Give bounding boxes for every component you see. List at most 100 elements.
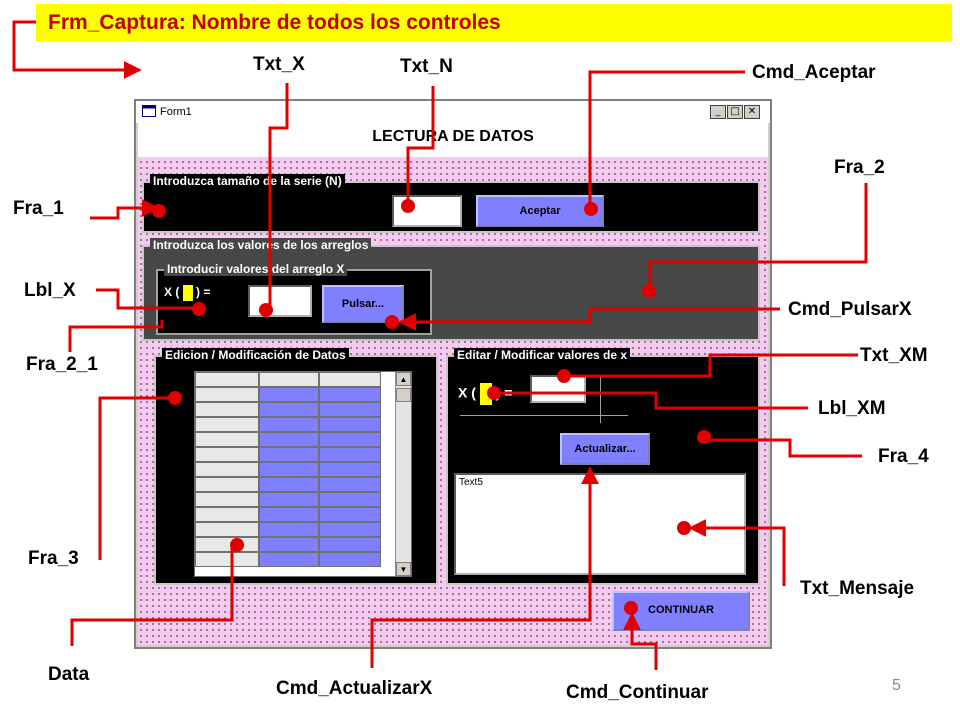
grid-cell[interactable] — [319, 387, 381, 402]
grid-cell[interactable] — [195, 477, 259, 492]
callout-txt-xm: Txt_XM — [860, 345, 928, 366]
grid-cell[interactable] — [195, 417, 259, 432]
close-icon[interactable]: ✕ — [744, 105, 760, 119]
frame-serie-size-caption: Introduzca tamaño de la serie (N) — [150, 174, 345, 188]
callout-fra-3: Fra_3 — [28, 548, 79, 569]
grid-cell[interactable] — [195, 387, 259, 402]
lbl-xm-index-marker — [479, 383, 492, 405]
form-heading-text: LECTURA DE DATOS — [372, 128, 534, 145]
aceptar-button-label: Aceptar — [519, 205, 561, 217]
callout-cmd-continuar: Cmd_Continuar — [566, 682, 709, 703]
pulsar-button-label: Pulsar... — [341, 298, 385, 310]
grid-cell[interactable] — [259, 477, 319, 492]
grid-cell[interactable] — [319, 537, 381, 552]
scroll-up-icon[interactable]: ▲ — [396, 372, 411, 386]
continuar-button-label: CONTINUAR — [648, 604, 714, 616]
continuar-button[interactable]: CONTINUAR — [612, 591, 750, 631]
actualizar-button-label: Actualizar... — [574, 443, 636, 455]
slide-title-banner: Frm_Captura: Nombre de todos los control… — [36, 4, 952, 42]
lbl-xm-suffix: ) = — [495, 384, 513, 401]
form-heading: LECTURA DE DATOS — [138, 123, 768, 157]
callout-txt-mensaje: Txt_Mensaje — [800, 578, 915, 599]
grid-cell[interactable] — [195, 447, 259, 462]
grid-cell[interactable] — [259, 522, 319, 537]
form-window: Form1 _ □ ✕ LECTURA DE DATOS Introduzca … — [134, 99, 772, 649]
callout-fra-1: Fra_1 — [13, 198, 64, 219]
grid-cell[interactable] — [319, 462, 381, 477]
callout-fra-4: Fra_4 — [878, 446, 929, 467]
vb-form-icon — [142, 105, 156, 117]
scroll-thumb[interactable] — [396, 388, 411, 402]
grid-cell[interactable] — [259, 492, 319, 507]
grid-vertical-scrollbar[interactable]: ▲ ▼ — [395, 372, 411, 576]
lbl-xm-prefix: X ( — [458, 384, 476, 401]
callout-txt-n: Txt_N — [400, 56, 453, 77]
aceptar-button[interactable]: Aceptar — [476, 195, 604, 227]
txt-x-input[interactable] — [248, 285, 312, 317]
grid-cell[interactable] — [319, 522, 381, 537]
callout-txt-x: Txt_X — [253, 54, 305, 75]
slide-number: 5 — [892, 677, 901, 694]
txt-mensaje-text: Text5 — [459, 477, 483, 488]
callout-lbl-x: Lbl_X — [24, 280, 76, 301]
grid-header-cell[interactable] — [259, 372, 319, 387]
grid-cell[interactable] — [195, 432, 259, 447]
maximize-icon[interactable]: □ — [727, 105, 743, 119]
callout-fra-2: Fra_2 — [834, 157, 885, 178]
frame-edit-x-divider — [460, 415, 628, 416]
txt-xm-input[interactable] — [530, 375, 586, 403]
grid-cell[interactable] — [319, 477, 381, 492]
lbl-xm-label: X ( ) = — [458, 383, 512, 405]
grid-cell[interactable] — [259, 402, 319, 417]
minimize-icon[interactable]: _ — [710, 105, 726, 119]
grid-cell[interactable] — [195, 522, 259, 537]
grid-cell[interactable] — [259, 447, 319, 462]
grid-header-cell[interactable] — [319, 372, 381, 387]
txt-n-input[interactable] — [392, 195, 462, 227]
grid-cell[interactable] — [195, 462, 259, 477]
grid-cell[interactable] — [259, 462, 319, 477]
frame-array-x: Introducir valores del arreglo X X ( ) =… — [156, 262, 432, 335]
grid-cell[interactable] — [319, 507, 381, 522]
grid-cell[interactable] — [195, 492, 259, 507]
callout-data: Data — [48, 664, 90, 685]
grid-cell[interactable] — [259, 507, 319, 522]
form-titlebar: Form1 _ □ ✕ — [136, 101, 770, 123]
grid-cell[interactable] — [319, 552, 381, 567]
grid-cell[interactable] — [319, 447, 381, 462]
callout-cmd-aceptar: Cmd_Aceptar — [752, 62, 876, 83]
frame-edit-x-vline — [600, 377, 601, 423]
grid-cell[interactable] — [195, 402, 259, 417]
grid-cell[interactable] — [319, 492, 381, 507]
grid-cell[interactable] — [259, 537, 319, 552]
callout-cmd-actualizarx: Cmd_ActualizarX — [276, 678, 433, 699]
pulsar-button[interactable]: Pulsar... — [322, 285, 404, 323]
grid-cell[interactable] — [259, 417, 319, 432]
form-client-area: LECTURA DE DATOS Introduzca tamaño de la… — [138, 123, 768, 645]
frame-arrays: Introduzca los valores de los arreglos I… — [142, 238, 760, 341]
frame-array-x-caption: Introducir valores del arreglo X — [164, 262, 348, 276]
frame-arrays-caption: Introduzca los valores de los arreglos — [150, 238, 372, 252]
frame-edit-x-caption: Editar / Modificar valores de x — [454, 348, 631, 362]
grid-cell[interactable] — [259, 387, 319, 402]
data-grid[interactable]: ▲ ▼ — [194, 371, 412, 577]
form-window-title: Form1 — [160, 106, 192, 118]
grid-cell[interactable] — [195, 552, 259, 567]
grid-cell[interactable] — [195, 507, 259, 522]
grid-cell[interactable] — [319, 432, 381, 447]
actualizar-button[interactable]: Actualizar... — [560, 433, 650, 465]
scroll-down-icon[interactable]: ▼ — [396, 562, 411, 576]
grid-cell[interactable] — [319, 402, 381, 417]
grid-cell[interactable] — [195, 537, 259, 552]
frame-serie-size: Introduzca tamaño de la serie (N) Acepta… — [142, 174, 760, 233]
callout-fra-2-1: Fra_2_1 — [26, 354, 98, 375]
txt-mensaje-textarea[interactable]: Text5 — [454, 473, 746, 575]
grid-header-cell[interactable] — [195, 372, 259, 387]
grid-cell[interactable] — [259, 432, 319, 447]
frame-edit-data-caption: Edicion / Modificación de Datos — [162, 348, 349, 362]
lbl-x-suffix: ) = — [196, 285, 211, 300]
frame-edit-data: Edicion / Modificación de Datos ▲ ▼ — [154, 348, 438, 585]
grid-cell[interactable] — [319, 417, 381, 432]
grid-cell[interactable] — [259, 552, 319, 567]
frame-edit-x: Editar / Modificar valores de x X ( ) = … — [446, 348, 760, 585]
